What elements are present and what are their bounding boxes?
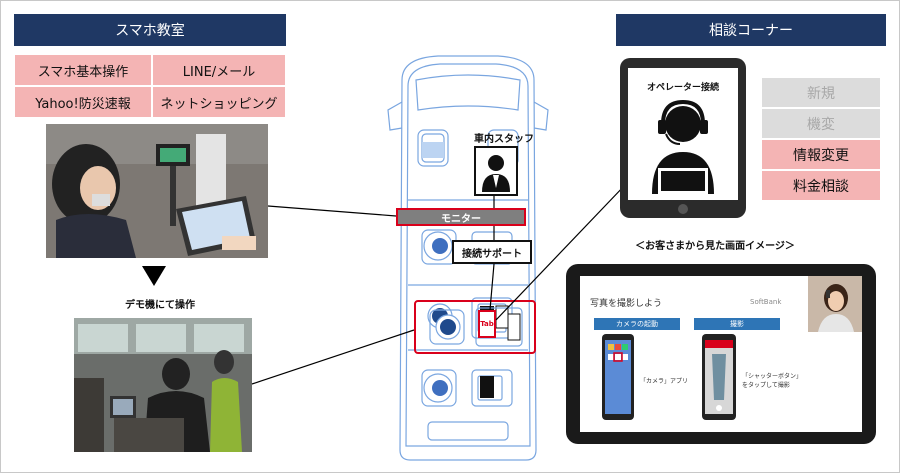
screen-col1-head: カメラの起動 [594,318,680,330]
operator-tablet: オペレーター接続 [620,58,746,218]
option-info-change: 情報変更 [762,140,880,169]
option-fee-consult: 料金相談 [762,171,880,200]
highlight-seat-row [414,300,536,354]
demo-device-label: デモ機にて操作 [125,300,195,311]
consultation-corner-header: 相談コーナー [616,14,886,46]
tablet-home-button [678,204,688,214]
screen-phone-camera [702,334,736,420]
monitor-bar: モニター [396,208,526,226]
photo-bus-interior-art [74,318,252,452]
operator-tablet-screen: オペレーター接続 [628,68,738,200]
connection-support-label: 接続サポート [452,240,532,264]
class-menu-grid: スマホ基本操作 LINE/メール Yahoo!防災速報 ネットショッピング [14,54,286,118]
screen-col2-caption: 「シャッターボタン」をタップして撮影 [742,373,803,389]
screen-col1-caption: 「カメラ」アプリ [640,378,689,385]
photo-bus-interior [74,318,252,452]
customer-screen-display: 写真を撮影しよう SoftBank カメラの起動 撮影 「カメラ」アプリ 「シャ… [580,276,862,432]
highlight-seat-art [429,307,523,347]
staff-label: 車内スタッフ [474,134,534,145]
menu-cell-net-shopping: ネットショッピング [152,86,286,118]
staff-icon [474,146,518,196]
down-arrow-icon [142,266,166,286]
screen-brand: SoftBank [750,298,782,306]
screen-col2-head: 撮影 [694,318,780,330]
tab-device: Tab [478,310,496,338]
option-new: 新規 [762,78,880,107]
smartphone-class-header: スマホ教室 [14,14,286,46]
customer-view-caption: ＜お客さまから見た画面イメージ＞ [635,241,795,252]
customer-screen-tablet: 写真を撮影しよう SoftBank カメラの起動 撮影 「カメラ」アプリ 「シャ… [566,264,876,444]
operator-video-feed [808,276,862,332]
menu-cell-line-mail: LINE/メール [152,54,286,86]
consultation-options: 新規 機変 情報変更 料金相談 [762,78,880,202]
operator-headset-icon [652,99,714,194]
screen-title: 写真を撮影しよう [590,299,663,309]
menu-cell-basic: スマホ基本操作 [14,54,152,86]
option-model-change: 機変 [762,109,880,138]
operator-connection-title: オペレーター接続 [646,83,719,93]
photo-lesson-tablet [46,124,268,258]
menu-cell-yahoo-disaster: Yahoo!防災速報 [14,86,152,118]
photo-lesson-tablet-art [46,124,268,258]
screen-phone-home [602,334,634,420]
